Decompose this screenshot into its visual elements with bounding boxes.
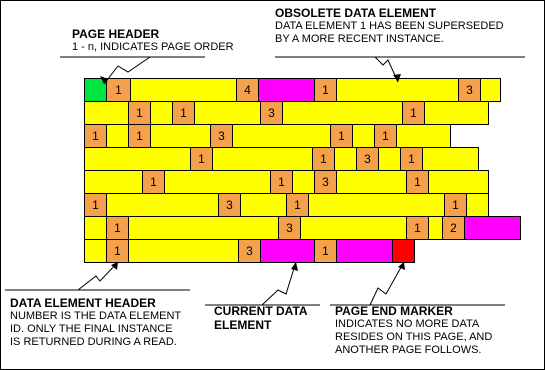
- current-data-cell: [424, 101, 489, 125]
- obsolete-data-cell: [464, 216, 521, 240]
- page-header-desc: 1 - n, INDICATES PAGE ORDER: [72, 41, 234, 53]
- current-data-cell: [128, 239, 239, 263]
- page-end-title: PAGE END MARKER: [335, 304, 453, 318]
- data-element-header-desc-line-1: NUMBER IS THE DATA ELEMENT: [10, 310, 182, 322]
- page-header-title: PAGE HEADER: [72, 27, 160, 41]
- current-title-line-1: CURRENT DATA: [214, 304, 308, 318]
- current-leader: [261, 261, 297, 306]
- obsolete-arrowhead: [393, 74, 401, 82]
- obsolete-title: OBSOLETE DATA ELEMENT: [275, 6, 437, 20]
- obsolete-label: OBSOLETE DATA ELEMENT DATA ELEMENT 1 HAS…: [275, 6, 504, 46]
- current-title-line-2: ELEMENT: [214, 318, 272, 332]
- current-data-cell: [130, 78, 237, 102]
- obsolete-data-cell: [336, 239, 393, 263]
- current-label: CURRENT DATA ELEMENT: [214, 304, 308, 332]
- data-element-header-desc-line-3: IS RETURNED DURING A READ.: [10, 336, 177, 348]
- data-element-header-desc-line-2: ID. ONLY THE FINAL INSTANCE: [10, 323, 173, 335]
- page-end-desc-line-3: ANOTHER PAGE FOLLOWS.: [335, 344, 482, 356]
- page-end-desc-line-1: INDICATES NO MORE DATA: [335, 318, 480, 330]
- current-data-cell: [396, 124, 451, 148]
- page-header-arrowhead: [100, 76, 108, 84]
- page-header-label: PAGE HEADER 1 - n, INDICATES PAGE ORDER: [72, 27, 234, 54]
- current-data-cell: [480, 78, 501, 102]
- current-data-cell: [84, 101, 129, 125]
- page-end-label: PAGE END MARKER INDICATES NO MORE DATA R…: [335, 304, 492, 357]
- obsolete-leader: [374, 56, 399, 83]
- current-data-cell: [194, 101, 261, 125]
- obsolete-desc-line-1: DATA ELEMENT 1 HAS BEEN SUPERSEDED: [275, 20, 504, 32]
- page-header-leader: [103, 56, 151, 85]
- page-end-arrowhead: [398, 262, 405, 270]
- page-end-desc-line-2: RESIDES ON THIS PAGE, AND: [335, 331, 493, 343]
- obsolete-data-cell: [260, 239, 315, 263]
- data-element-header-label: DATA ELEMENT HEADER NUMBER IS THE DATA E…: [10, 296, 181, 349]
- current-data-cell: [150, 124, 211, 148]
- data-element-header-arrowhead: [111, 262, 118, 270]
- page-end-leader: [369, 261, 405, 306]
- data-element-header-leader: [77, 261, 119, 291]
- current-data-cell: [164, 170, 271, 194]
- data-element-header-title: DATA ELEMENT HEADER: [10, 296, 156, 310]
- obsolete-desc-line-2: BY A MORE RECENT INSTANCE.: [275, 33, 444, 45]
- current-arrowhead: [291, 262, 298, 271]
